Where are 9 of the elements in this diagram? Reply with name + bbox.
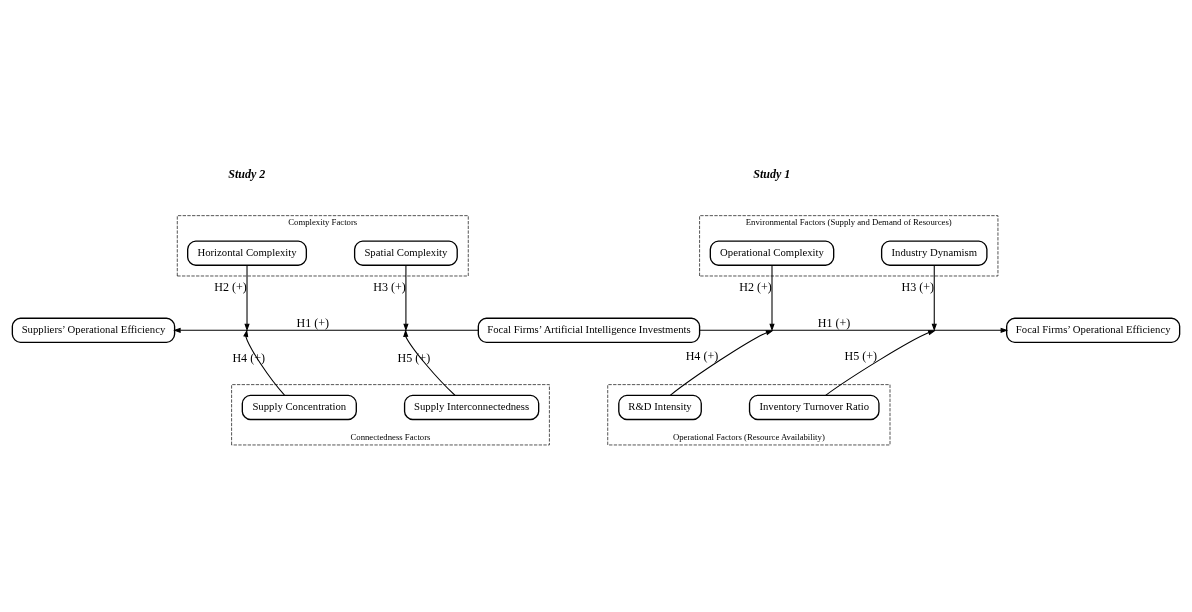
label: Study 1 [753,166,791,181]
label: Study 2 [228,166,266,181]
edge-label: H1 (+) [817,315,851,330]
edge-label: H2 (+) [214,279,247,294]
edge-label: H2 (+) [739,279,772,294]
edge-label: H1 (+) [296,315,330,330]
edge-label: H3 (+) [901,279,935,294]
edge-label: H4 (+) [685,348,719,363]
edge-label: H5 (+) [844,348,878,363]
